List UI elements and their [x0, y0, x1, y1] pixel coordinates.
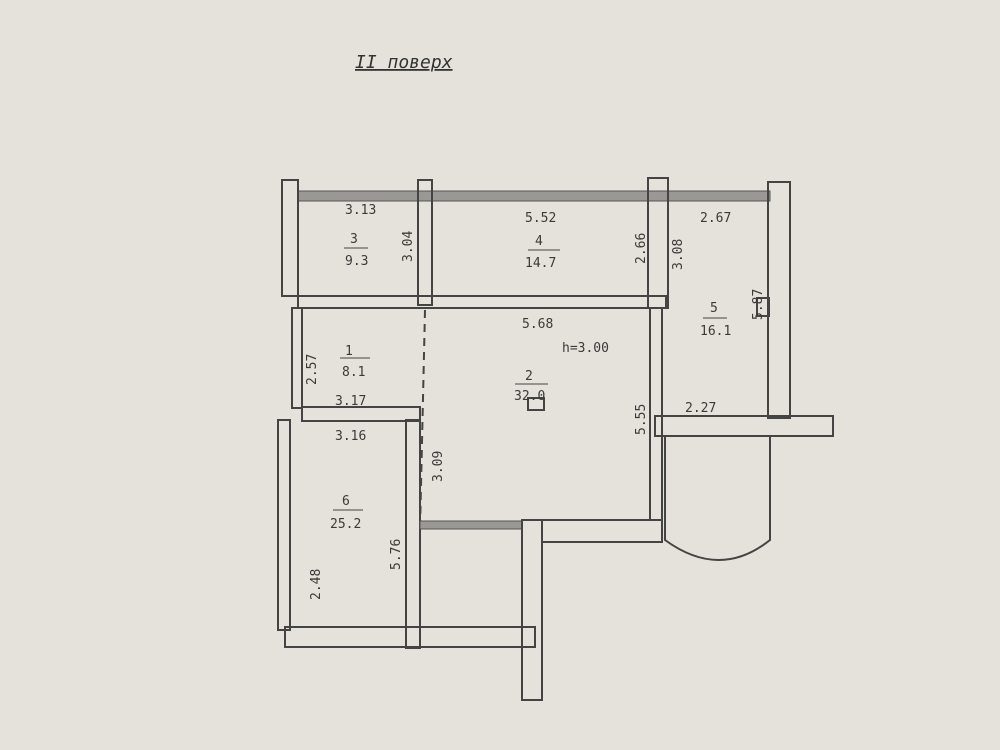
room-5-area: 16.1	[700, 324, 731, 339]
room-1-area: 8.1	[342, 365, 365, 380]
room-2-area: 32.0	[514, 389, 545, 404]
room-4-area: 14.7	[525, 256, 556, 271]
room-2-height: 5.55	[634, 404, 649, 435]
room-1-width: 3.17	[335, 394, 366, 409]
room-5-number: 5	[710, 301, 718, 316]
room-2-side: 3.09	[431, 451, 446, 482]
room-3-number: 3	[350, 232, 358, 247]
room-2-width: 5.68	[522, 317, 553, 332]
room-2-number: 2	[525, 369, 533, 384]
room-5-length: 5.87	[751, 289, 766, 320]
room-4-height: 2.66	[634, 233, 649, 264]
room-6-height: 5.76	[389, 539, 404, 570]
room-3-width: 3.13	[345, 203, 376, 218]
plan-title: II поверх	[355, 52, 453, 73]
room-6-number: 6	[342, 494, 350, 509]
room-3-height: 3.04	[401, 231, 416, 262]
walls	[277, 177, 834, 701]
room-1-height: 2.57	[305, 354, 320, 385]
room-6-width: 3.16	[335, 429, 366, 444]
room-5-width: 2.67	[700, 211, 731, 226]
top-wall	[297, 190, 771, 202]
room-4-number: 4	[535, 234, 543, 249]
room-4-width: 5.52	[525, 211, 556, 226]
room-6-area: 25.2	[330, 517, 361, 532]
room-3-area: 9.3	[345, 254, 368, 269]
room-6-side: 2.48	[309, 569, 324, 600]
column-marker	[527, 397, 545, 411]
room-5-height: 3.08	[671, 239, 686, 270]
room-1-number: 1	[345, 344, 353, 359]
balcony-width: 2.27	[685, 401, 716, 416]
room-2-ceiling: h=3.00	[562, 341, 609, 356]
